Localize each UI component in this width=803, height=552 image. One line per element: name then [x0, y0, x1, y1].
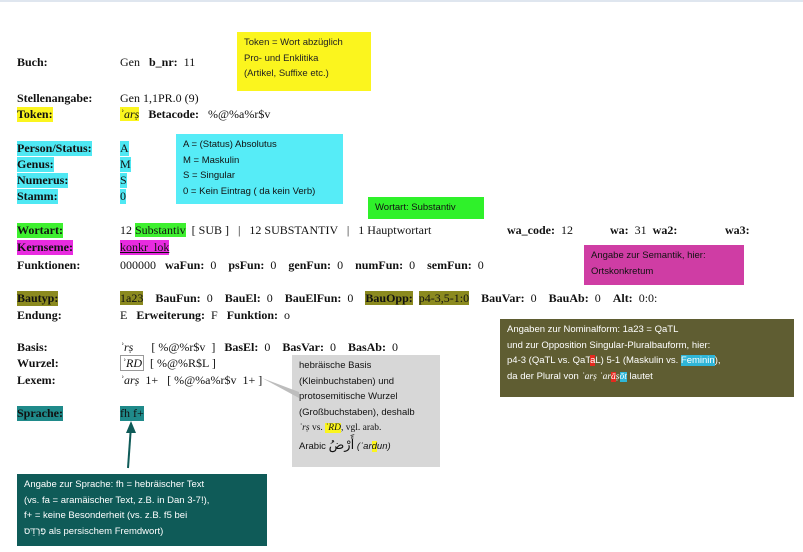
- basis-note-pointer: [262, 378, 299, 398]
- label-person-status: Person/Status:: [17, 141, 92, 156]
- value-token: ʾarṣ Betacode: %@%a%r$v: [120, 107, 271, 121]
- value-wa3: wa3:: [725, 223, 750, 237]
- value-wortart: 12 Substantiv [ SUB ] | 12 SUBSTANTIV | …: [120, 223, 432, 237]
- value-wa: wa: 31 wa2:: [610, 223, 678, 237]
- label-bautyp: Bautyp:: [17, 291, 59, 306]
- label-endung: Endung:: [17, 308, 62, 322]
- value-genus: M: [120, 157, 131, 172]
- value-sprache: fh f+: [120, 406, 144, 421]
- label-buch: Buch:: [17, 55, 48, 69]
- label-basis: Basis:: [17, 340, 48, 354]
- value-wa-codes: wa_code: 12: [507, 223, 573, 237]
- label-kernseme: Kernseme:: [17, 240, 73, 255]
- note-semantik: Angabe zur Semantik, hier:Ortskonkretum: [584, 245, 744, 285]
- value-stellenangabe: Gen 1,1PR.0 (9): [120, 91, 199, 105]
- label-wurzel: Wurzel:: [17, 356, 59, 370]
- value-wurzel: ʾRD [ %@%R$L ]: [120, 355, 216, 371]
- value-lexem: ʾarṣ 1+ [ %@%a%r$v 1+ ]: [120, 373, 263, 387]
- value-bautyp: 1a23 BauFun: 0 BauEl: 0 BauElFun: 0 BauO…: [120, 291, 658, 305]
- label-lexem: Lexem:: [17, 373, 56, 387]
- value-numerus: S: [120, 173, 127, 188]
- note-basis-wurzel: hebräische Basis (Kleinbuchstaben) und p…: [292, 355, 440, 467]
- label-genus: Genus:: [17, 157, 54, 172]
- label-numerus: Numerus:: [17, 173, 69, 188]
- label-stamm: Stamm:: [17, 189, 58, 204]
- value-kernseme: konkr_lok: [120, 240, 170, 255]
- label-stellenangabe: Stellenangabe:: [17, 91, 93, 105]
- label-funktionen: Funktionen:: [17, 258, 81, 272]
- value-buch: Gen b_nr: 11: [120, 55, 196, 69]
- label-sprache: Sprache:: [17, 406, 63, 421]
- note-sprache: Angabe zur Sprache: fh = hebräischer Tex…: [17, 474, 267, 546]
- note-wortart: Wortart: Substantiv: [368, 197, 484, 219]
- value-endung: E Erweiterung: F Funktion: o: [120, 308, 291, 322]
- label-wortart: Wortart:: [17, 223, 63, 238]
- top-border: [0, 0, 803, 2]
- label-token: Token:: [17, 107, 53, 122]
- value-basis: ʾrṣ [ %@%r$v ] BasEl: 0 BasVar: 0 BasAb:…: [120, 340, 398, 354]
- sprache-arrow-head: [126, 421, 136, 433]
- note-nominalform: Angaben zur Nominalform: 1a23 = QaTL und…: [500, 319, 794, 397]
- value-stamm: 0: [120, 189, 126, 204]
- value-funktionen: 000000 waFun: 0 psFun: 0 genFun: 0 numFu…: [120, 258, 484, 272]
- value-person-status: A: [120, 141, 129, 156]
